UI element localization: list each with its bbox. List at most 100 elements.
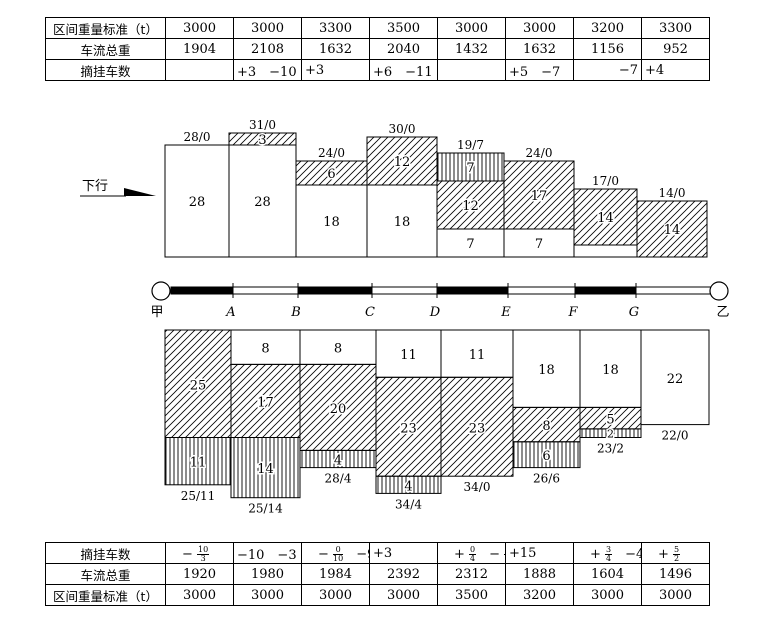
block-segment-blank bbox=[640, 329, 710, 426]
top-total-row: 车流总重 1904 2108 1632 2040 1432 1632 1156 … bbox=[45, 38, 710, 60]
segment-label: 7 bbox=[466, 161, 474, 176]
cell: 2312 bbox=[437, 563, 506, 585]
cell: + 04 − 76 bbox=[437, 542, 506, 564]
cell: −10 −3 bbox=[233, 542, 302, 564]
segment-label: 8 bbox=[542, 419, 550, 434]
cell: 2392 bbox=[369, 563, 438, 585]
block-segment-vert bbox=[436, 152, 505, 182]
station-label: G bbox=[629, 305, 639, 320]
block-total-label: 26/6 bbox=[533, 472, 560, 486]
block-total-label: 34/0 bbox=[464, 480, 491, 494]
segment-label: 3 bbox=[258, 133, 266, 148]
cell: 3200 bbox=[505, 584, 574, 606]
direction-label: 下行 bbox=[82, 179, 108, 194]
segment-label: 6 bbox=[327, 167, 335, 182]
block-segment-blank bbox=[164, 144, 230, 258]
segment-label: 7 bbox=[535, 237, 543, 252]
segment-label: 18 bbox=[602, 363, 619, 378]
upper-block: 7 17 24/0 bbox=[503, 146, 575, 258]
block-total-label: 34/4 bbox=[395, 497, 422, 511]
upper-block: 14 14/0 bbox=[636, 186, 708, 258]
cell: 1920 bbox=[165, 563, 234, 585]
block-segment-vert bbox=[375, 475, 442, 494]
block-total-label: 30/0 bbox=[389, 122, 416, 136]
block-segment-blank bbox=[440, 329, 514, 378]
cell: 1980 bbox=[233, 563, 302, 585]
cell: +15 bbox=[505, 542, 574, 564]
block-segment-diag bbox=[503, 160, 575, 230]
cell: 1632 bbox=[301, 38, 370, 60]
block-segment-blank bbox=[573, 244, 638, 258]
segment-label: 11 bbox=[469, 348, 486, 363]
block-segment-blank bbox=[512, 329, 581, 408]
segment-label: 28 bbox=[254, 195, 271, 210]
station-label: E bbox=[500, 305, 511, 320]
block-total-label: 19/7 bbox=[457, 138, 484, 152]
bottom-ops-row: 摘挂车数 − 103−10 −3 − 010 −9 +3 + 04 − 76+1… bbox=[45, 542, 710, 564]
row-label: 车流总重 bbox=[45, 38, 166, 60]
cell: 1632 bbox=[505, 38, 574, 60]
row-label: 摘挂车数 bbox=[45, 542, 166, 564]
lower-blocks: 251125/118171425/14820428/41123434/41123… bbox=[164, 329, 710, 516]
block-segment-vert bbox=[512, 441, 581, 469]
station-label: 乙 bbox=[716, 305, 729, 320]
segment-label: 14 bbox=[664, 223, 681, 238]
station-label: 甲 bbox=[150, 305, 163, 320]
cell: 1888 bbox=[505, 563, 574, 585]
segment-label: 17 bbox=[531, 189, 548, 204]
station-jia-icon bbox=[151, 281, 171, 301]
row-label: 区间重量标准（t） bbox=[45, 584, 166, 606]
station-label: B bbox=[290, 305, 301, 320]
segment-label: 22 bbox=[667, 372, 684, 387]
segment-label: 12 bbox=[394, 155, 411, 170]
block-total-label: 23/2 bbox=[597, 442, 624, 456]
cell: −7 bbox=[573, 59, 642, 81]
track-segment-dark bbox=[437, 287, 508, 294]
segment-label: 8 bbox=[261, 342, 269, 357]
segment-label: 28 bbox=[189, 195, 206, 210]
cell: 3000 bbox=[165, 584, 234, 606]
block-total-label: 17/0 bbox=[592, 174, 619, 188]
block-total-label: 24/0 bbox=[526, 146, 553, 160]
block-segment-diag bbox=[299, 363, 377, 451]
block-segment-blank bbox=[295, 184, 368, 258]
segment-label: 12 bbox=[462, 199, 479, 214]
cell: 3000 bbox=[641, 584, 710, 606]
segment-label: 23 bbox=[400, 421, 417, 436]
station-yi-icon bbox=[709, 281, 729, 301]
segment-label: 7 bbox=[466, 237, 474, 252]
block-segment-diag bbox=[366, 136, 438, 186]
cell: 1604 bbox=[573, 563, 642, 585]
cell: 3500 bbox=[369, 17, 438, 39]
cell: 1984 bbox=[301, 563, 370, 585]
segment-label: 4 bbox=[334, 454, 342, 469]
segment-label: 23 bbox=[469, 421, 486, 436]
segment-label: 5 bbox=[606, 413, 614, 428]
bottom-standard-row: 区间重量标准（t） 3000 3000 3000 3000 3500 3200 … bbox=[45, 584, 710, 606]
block-total-label: 25/11 bbox=[181, 489, 216, 503]
segment-label: 4 bbox=[404, 479, 412, 494]
cell: 952 bbox=[641, 38, 710, 60]
block-segment-diag bbox=[440, 376, 514, 477]
cell: +3 bbox=[369, 542, 438, 564]
block-total-label: 14/0 bbox=[659, 186, 686, 200]
upper-blocks: 2828/028331/018624/0181230/0712719/77172… bbox=[164, 118, 708, 258]
segment-label: 14 bbox=[257, 462, 274, 477]
top-table: 区间重量标准（t） 3000 3000 3300 3500 3000 3000 … bbox=[45, 17, 710, 81]
cell: +4 bbox=[641, 59, 710, 81]
